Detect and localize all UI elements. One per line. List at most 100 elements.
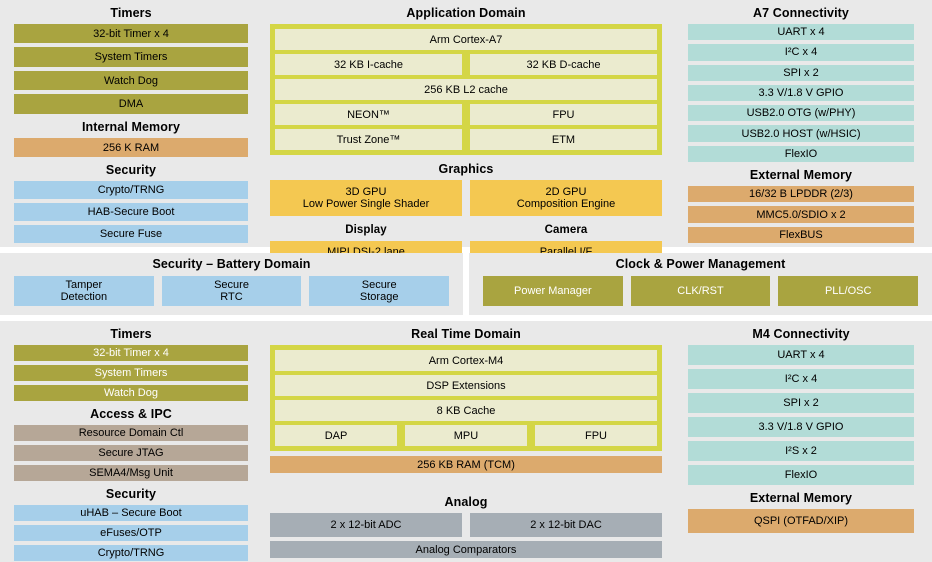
- block-secure-fuse[interactable]: Secure Fuse: [14, 225, 248, 243]
- display-camera-header-row: Display Camera: [270, 220, 662, 241]
- bottom-timers-header: Timers: [110, 327, 152, 341]
- block-8kb-cache[interactable]: 8 KB Cache: [275, 400, 657, 421]
- block-watch-dog[interactable]: Watch Dog: [14, 70, 248, 91]
- block-i2c[interactable]: I²C x 4: [688, 44, 914, 61]
- block-usb-otg[interactable]: USB2.0 OTG (w/PHY): [688, 105, 914, 122]
- block-resource-domain-ctl[interactable]: Resource Domain Ctl: [14, 425, 248, 441]
- graphics-header: Graphics: [438, 162, 494, 176]
- trustzone-etm-row: Trust Zone™ ETM: [275, 129, 657, 150]
- block-timer-32bit[interactable]: 32-bit Timer x 4: [14, 24, 248, 44]
- block-2d-gpu[interactable]: 2D GPU Composition Engine: [470, 180, 662, 216]
- block-pll-osc[interactable]: PLL/OSC: [778, 276, 919, 306]
- top-left-column: Timers 32-bit Timer x 4 System Timers Wa…: [0, 0, 262, 247]
- spacer: [688, 537, 914, 562]
- block-hab-secure-boot[interactable]: HAB-Secure Boot: [14, 203, 248, 222]
- block-lpddr[interactable]: 16/32 B LPDDR (2/3): [688, 186, 914, 203]
- block-clk-rst[interactable]: CLK/RST: [630, 276, 771, 306]
- neon-fpu-row: NEON™ FPU: [275, 104, 657, 125]
- block-secure-storage[interactable]: Secure Storage: [309, 276, 450, 306]
- block-efuses-otp[interactable]: eFuses/OTP: [14, 525, 248, 541]
- middle-band: Security – Battery Domain Tamper Detecti…: [0, 253, 932, 315]
- block-dma[interactable]: DMA: [14, 94, 248, 114]
- application-domain-header: Application Domain: [406, 6, 526, 20]
- security-battery-header: Security – Battery Domain: [152, 257, 311, 271]
- clock-power-header: Clock & Power Management: [615, 257, 786, 271]
- block-fpu[interactable]: FPU: [470, 104, 657, 125]
- block-usb-host[interactable]: USB2.0 HOST (w/HSIC): [688, 125, 914, 142]
- top-section-panel: Timers 32-bit Timer x 4 System Timers Wa…: [0, 0, 932, 263]
- block-m4-system-timers[interactable]: System Timers: [14, 365, 248, 381]
- m4-external-memory-header: External Memory: [749, 491, 853, 505]
- clock-power-row: Power Manager CLK/RST PLL/OSC: [483, 276, 919, 306]
- real-time-domain-header: Real Time Domain: [411, 327, 521, 341]
- block-m4-spi[interactable]: SPI x 2: [688, 393, 914, 413]
- cortex-a7-group: Arm Cortex-A7 32 KB I-cache 32 KB D-cach…: [270, 24, 662, 155]
- block-m4-watch-dog[interactable]: Watch Dog: [14, 385, 248, 401]
- block-dsp-extensions[interactable]: DSP Extensions: [275, 375, 657, 396]
- block-m4-gpio[interactable]: 3.3 V/1.8 V GPIO: [688, 417, 914, 437]
- block-qspi[interactable]: QSPI (OTFAD/XIP): [688, 509, 914, 533]
- bottom-security-header: Security: [105, 487, 157, 501]
- bottom-left-column: Timers 32-bit Timer x 4 System Timers Wa…: [0, 321, 262, 562]
- block-3d-gpu[interactable]: 3D GPU Low Power Single Shader: [270, 180, 462, 216]
- block-256k-ram[interactable]: 256 K RAM: [14, 137, 248, 158]
- cortex-m4-group: Arm Cortex-M4 DSP Extensions 8 KB Cache …: [270, 345, 662, 451]
- block-gpio[interactable]: 3.3 V/1.8 V GPIO: [688, 84, 914, 102]
- security-battery-row: Tamper Detection Secure RTC Secure Stora…: [14, 276, 450, 306]
- top-timers-header: Timers: [110, 6, 152, 20]
- block-uhab-secure-boot[interactable]: uHAB – Secure Boot: [14, 505, 248, 521]
- block-analog-comparators[interactable]: Analog Comparators: [270, 541, 662, 558]
- block-adc[interactable]: 2 x 12-bit ADC: [270, 513, 462, 537]
- a7-connectivity-header: A7 Connectivity: [753, 6, 849, 20]
- security-battery-panel: Security – Battery Domain Tamper Detecti…: [0, 253, 463, 315]
- block-m4-crypto-trng[interactable]: Crypto/TRNG: [14, 545, 248, 561]
- top-security-header: Security: [105, 163, 157, 178]
- block-secure-jtag[interactable]: Secure JTAG: [14, 445, 248, 461]
- block-m4-i2s[interactable]: I²S x 2: [688, 441, 914, 461]
- a7-external-memory-header: External Memory: [749, 168, 853, 183]
- block-flexbus[interactable]: FlexBUS: [688, 226, 914, 243]
- block-dac[interactable]: 2 x 12-bit DAC: [470, 513, 662, 537]
- a7-connectivity-column: A7 Connectivity UART x 4 I²C x 4 SPI x 2…: [670, 0, 932, 247]
- block-i-cache[interactable]: 32 KB I-cache: [275, 54, 462, 75]
- block-power-manager[interactable]: Power Manager: [483, 276, 623, 306]
- block-dap[interactable]: DAP: [275, 425, 397, 446]
- application-domain-column: Application Domain Arm Cortex-A7 32 KB I…: [262, 0, 670, 263]
- block-spi[interactable]: SPI x 2: [688, 64, 914, 81]
- block-256kb-ram-tcm[interactable]: 256 KB RAM (TCM): [270, 456, 662, 473]
- adc-dac-row: 2 x 12-bit ADC 2 x 12-bit DAC: [270, 513, 662, 541]
- m4-connectivity-header: M4 Connectivity: [752, 327, 850, 341]
- block-crypto-trng[interactable]: Crypto/TRNG: [14, 181, 248, 200]
- block-tamper-detection[interactable]: Tamper Detection: [14, 276, 154, 306]
- block-uart[interactable]: UART x 4: [688, 24, 914, 41]
- bottom-section-panel: Timers 32-bit Timer x 4 System Timers Wa…: [0, 321, 932, 562]
- gpu-row: 3D GPU Low Power Single Shader 2D GPU Co…: [270, 180, 662, 220]
- block-trust-zone[interactable]: Trust Zone™: [275, 129, 462, 150]
- cache-row: 32 KB I-cache 32 KB D-cache: [275, 54, 657, 75]
- m4-connectivity-column: M4 Connectivity UART x 4 I²C x 4 SPI x 2…: [670, 321, 932, 562]
- block-flexio[interactable]: FlexIO: [688, 145, 914, 163]
- block-mmc-sdio[interactable]: MMC5.0/SDIO x 2: [688, 206, 914, 223]
- top-internal-memory-header: Internal Memory: [81, 119, 181, 134]
- block-system-timers[interactable]: System Timers: [14, 47, 248, 67]
- analog-header: Analog: [444, 495, 488, 509]
- dap-mpu-fpu-row: DAP MPU FPU: [275, 425, 657, 446]
- camera-header: Camera: [544, 224, 588, 236]
- block-d-cache[interactable]: 32 KB D-cache: [470, 54, 657, 75]
- block-m4-timer-32bit[interactable]: 32-bit Timer x 4: [14, 345, 248, 361]
- block-etm[interactable]: ETM: [470, 129, 657, 150]
- display-header: Display: [345, 224, 387, 236]
- block-neon[interactable]: NEON™: [275, 104, 462, 125]
- block-mpu[interactable]: MPU: [405, 425, 527, 446]
- block-arm-cortex-m4[interactable]: Arm Cortex-M4: [275, 350, 657, 371]
- block-m4-flexio[interactable]: FlexIO: [688, 465, 914, 485]
- block-m4-i2c[interactable]: I²C x 4: [688, 369, 914, 389]
- clock-power-panel: Clock & Power Management Power Manager C…: [469, 253, 932, 315]
- block-secure-rtc[interactable]: Secure RTC: [161, 276, 302, 306]
- block-sema4-msg-unit[interactable]: SEMA4/Msg Unit: [14, 465, 248, 481]
- block-arm-cortex-a7[interactable]: Arm Cortex-A7: [275, 29, 657, 50]
- block-m4-uart[interactable]: UART x 4: [688, 345, 914, 365]
- block-m4-fpu[interactable]: FPU: [535, 425, 657, 446]
- block-l2-cache[interactable]: 256 KB L2 cache: [275, 79, 657, 100]
